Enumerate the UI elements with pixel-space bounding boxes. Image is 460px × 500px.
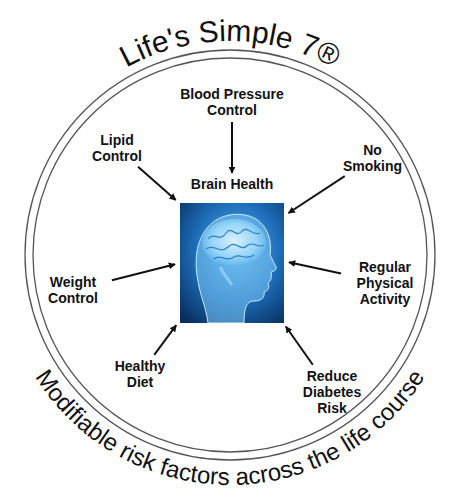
arc-text-path: Life's Simple 7® <box>114 14 345 73</box>
diagram-title: Life's Simple 7® <box>114 14 345 73</box>
factor-label: Healthy Diet <box>105 358 175 390</box>
outer-ring <box>25 50 435 460</box>
factor-label: Lipid Control <box>82 132 152 164</box>
arrow-connector <box>286 326 313 364</box>
arrow-connector <box>138 167 176 200</box>
brain-stem <box>220 267 232 285</box>
arc-text-path: Modifiable risk factors across the life … <box>31 364 430 490</box>
arrow-connector <box>231 122 233 173</box>
factor-label: Weight Control <box>38 274 108 306</box>
arrow-connector <box>112 264 175 280</box>
brain-shape <box>202 219 266 267</box>
image-background <box>180 203 284 323</box>
brain-folds <box>206 229 264 259</box>
factor-label: Regular Physical Activity <box>345 259 425 307</box>
node-text: Lipid Control <box>82 132 152 164</box>
node-text: Weight Control <box>38 274 108 306</box>
node-text: Reduce Diabetes Risk <box>292 368 372 416</box>
arrow-connector <box>289 176 345 213</box>
node-text: Brain Health <box>178 176 286 192</box>
node-text: No Smoking <box>335 142 410 174</box>
inner-ring <box>33 58 427 452</box>
head-silhouette <box>196 214 276 323</box>
arrow-connector <box>289 262 341 273</box>
factor-label: Blood Pressure Control <box>172 86 292 118</box>
node-text: Healthy Diet <box>105 358 175 390</box>
central-node: Brain Health <box>178 176 286 324</box>
brain-illustration <box>180 203 284 323</box>
node-text: Regular Physical Activity <box>345 259 425 307</box>
arrow-connector <box>154 325 176 355</box>
factor-label: No Smoking <box>335 142 410 174</box>
diagram-caption: Modifiable risk factors across the life … <box>31 364 430 490</box>
node-text: Blood Pressure Control <box>172 86 292 118</box>
factor-label: Reduce Diabetes Risk <box>292 368 372 416</box>
